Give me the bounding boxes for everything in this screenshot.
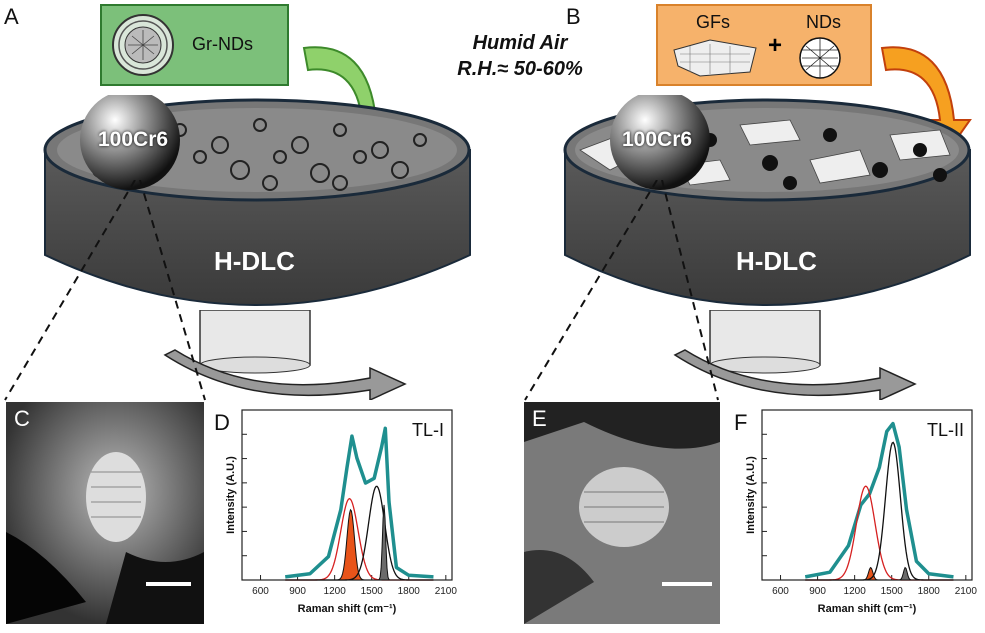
ball-label-a: 100Cr6 <box>98 128 169 151</box>
envelope-series <box>285 426 434 579</box>
broad-red-series <box>285 497 434 581</box>
legend-label-gfs: GFs <box>696 12 730 32</box>
broad-red-series <box>805 485 954 581</box>
nanodiamond-icon <box>799 37 841 79</box>
x-tick-label: 900 <box>809 586 826 597</box>
gr-nds-icon <box>112 14 174 76</box>
hdlc-disk-a <box>43 95 471 306</box>
legend-label-nds: NDs <box>806 12 841 32</box>
scale-bar <box>146 582 191 586</box>
rotation-arrow-icon <box>163 349 407 400</box>
condition-line-2: R.H.≈ 50-60% <box>457 58 583 80</box>
legend-plus: + <box>768 32 783 59</box>
disk-label-b: H-DLC <box>736 246 817 276</box>
broad-black-series <box>285 485 434 581</box>
x-tick-label: 1500 <box>881 586 904 597</box>
zoom-lines <box>4 180 719 401</box>
condition-line-1: Humid Air <box>472 32 568 54</box>
g-peak-series <box>285 504 434 581</box>
chart-title: TL-II <box>927 420 964 440</box>
ball-label-b: 100Cr6 <box>622 128 693 151</box>
envelope-series <box>804 421 954 579</box>
x-tick-label: 600 <box>252 586 269 597</box>
legend-label-gr-nds: Gr-NDs <box>192 34 253 54</box>
x-tick-label: 900 <box>289 586 306 597</box>
hdlc-disk-b <box>563 95 971 306</box>
x-tick-label: 1800 <box>398 586 421 597</box>
x-tick-label: 600 <box>772 586 789 597</box>
spindle-a <box>163 310 407 400</box>
x-axis-label: Raman shift (cm⁻¹) <box>298 603 397 615</box>
disk-label-a: H-DLC <box>214 246 295 276</box>
micrograph-c: C <box>6 402 204 624</box>
panel-letter-c: C <box>14 406 30 431</box>
x-tick-label: 2100 <box>435 586 458 597</box>
legend-box-gr-nds: Gr-NDs <box>100 4 289 86</box>
x-tick-label: 1200 <box>324 586 347 597</box>
x-tick-label: 2100 <box>955 586 978 597</box>
panel-letter-e: E <box>532 406 547 431</box>
panel-letter-f: F <box>734 410 747 435</box>
graphene-flake-icon <box>673 39 757 77</box>
legend-box-gfs-nds: GFs + NDs <box>656 4 872 86</box>
panel-letter-a: A <box>4 4 19 29</box>
y-axis-label: Intensity (A.U.) <box>745 456 757 534</box>
spindle-b <box>673 310 917 400</box>
x-tick-label: 1800 <box>918 586 941 597</box>
panel-letter-b: B <box>566 4 581 29</box>
panel-letter-d: D <box>214 410 230 435</box>
x-tick-label: 1500 <box>361 586 384 597</box>
g-peak-series <box>805 566 954 581</box>
x-tick-label: 1200 <box>844 586 867 597</box>
condition-text: Humid Air R.H.≈ 50-60% <box>420 30 620 82</box>
micrograph-e: E <box>524 402 720 624</box>
rotation-arrow-icon <box>673 349 917 400</box>
chart-title: TL-I <box>412 420 444 440</box>
x-axis-label: Raman shift (cm⁻¹) <box>818 603 917 615</box>
y-axis-label: Intensity (A.U.) <box>225 456 237 534</box>
scale-bar <box>662 582 712 586</box>
